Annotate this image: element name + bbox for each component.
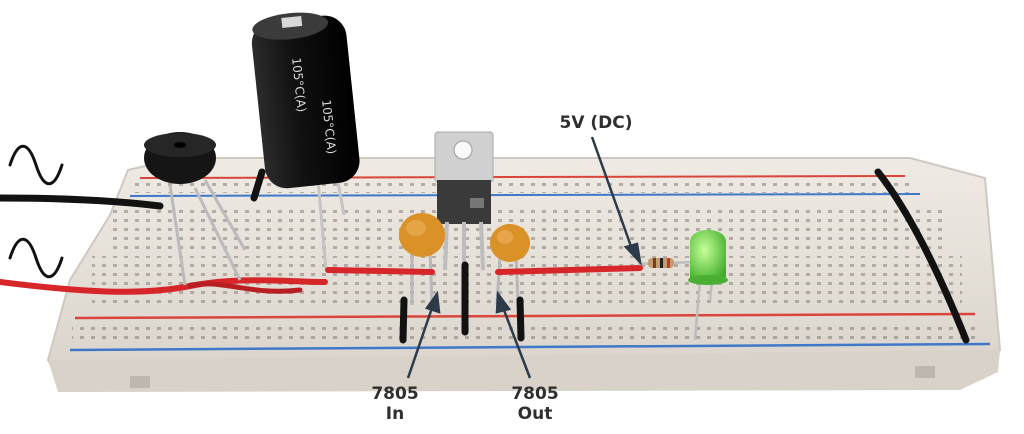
ceramic-capacitor-input (399, 213, 445, 306)
resistor (637, 258, 696, 268)
regulator-out-line1: 7805 (511, 384, 559, 404)
green-led (688, 230, 728, 341)
regulator-out-line2: Out (517, 404, 553, 424)
black-jumper-wires (250, 168, 970, 344)
regulator-in-line2: In (385, 404, 405, 424)
annotation-arrows (406, 136, 642, 379)
input-wires (0, 194, 328, 295)
ceramic-capacitor-output (490, 224, 530, 306)
svg-text:105°C(A): 105°C(A) (319, 99, 339, 155)
red-jumper-wires (325, 265, 643, 275)
output-voltage-text: 5V (DC) (559, 113, 633, 133)
regulator-in-label: 7805 In (360, 384, 430, 424)
regulator-out-label: 7805 Out (500, 384, 570, 424)
ac-sine-icon (8, 144, 64, 279)
electrolytic-capacitor: 105°C(A) 105°C(A) (251, 12, 360, 271)
regulator-in-line1: 7805 (371, 384, 419, 404)
black-round-component (144, 132, 247, 286)
output-voltage-label: 5V (DC) (536, 113, 656, 133)
breadboard (46, 157, 1002, 392)
capacitor-marking: 105°C(A) (289, 57, 309, 113)
